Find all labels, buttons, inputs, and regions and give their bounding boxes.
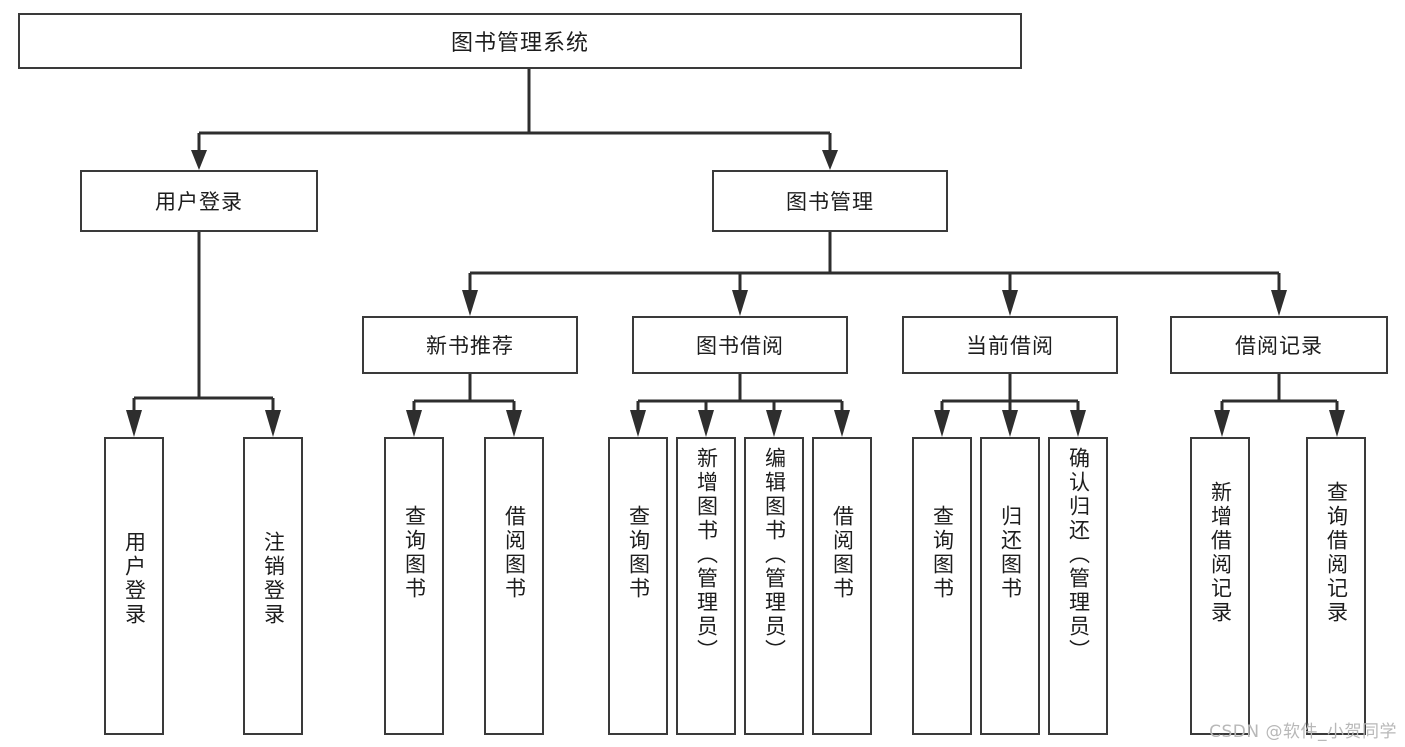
- leaf-user-login-label: 用户登录: [122, 531, 147, 627]
- node-root-system-label: 图书管理系统: [450, 31, 589, 56]
- leaf-borrowrecord-add-record[interactable]: 新增借阅记录: [1190, 437, 1250, 735]
- leaf-borrowrecord-add-record-label: 新增借阅记录: [1208, 481, 1233, 625]
- leaf-currentborrow-return-book[interactable]: 归还图书: [980, 437, 1040, 735]
- leaf-currentborrow-query-book[interactable]: 查询图书: [912, 437, 972, 735]
- arrowhead-leaf-user-login: [126, 410, 142, 437]
- node-new-book-recommend-label: 新书推荐: [426, 334, 514, 358]
- node-current-borrow[interactable]: 当前借阅: [902, 316, 1118, 374]
- leaf-bookborrow-query-book-label: 查询图书: [626, 505, 651, 601]
- node-book-borrow[interactable]: 图书借阅: [632, 316, 848, 374]
- leaf-user-login[interactable]: 用户登录: [104, 437, 164, 735]
- leaf-currentborrow-confirm-return-label: 确认归还（管理员）: [1066, 447, 1091, 663]
- leaf-bookborrow-edit-book[interactable]: 编辑图书（管理员）: [744, 437, 804, 735]
- leaf-logout[interactable]: 注销登录: [243, 437, 303, 735]
- arrowhead-bookmgmt: [822, 150, 838, 170]
- leaf-currentborrow-confirm-return[interactable]: 确认归还（管理员）: [1048, 437, 1108, 735]
- arrowhead-newbook-leaf2: [506, 410, 522, 437]
- leaf-logout-label: 注销登录: [261, 531, 286, 627]
- arrowhead-borrowrecord-leaf1: [1214, 410, 1230, 437]
- leaf-bookborrow-edit-book-label: 编辑图书（管理员）: [762, 447, 787, 663]
- leaf-newbook-query-book-label: 查询图书: [402, 505, 427, 601]
- leaf-borrowrecord-query-record[interactable]: 查询借阅记录: [1306, 437, 1366, 735]
- arrowhead-currentborrow-leaf3: [1070, 410, 1086, 437]
- arrowhead-bookborrow-leaf1: [630, 410, 646, 437]
- arrowhead-bookborrow-leaf2: [698, 410, 714, 437]
- arrowhead-currentborrow-leaf1: [934, 410, 950, 437]
- node-current-borrow-label: 当前借阅: [966, 334, 1054, 358]
- leaf-newbook-borrow-book-label: 借阅图书: [502, 505, 527, 601]
- arrowhead-leaf-logout: [265, 410, 281, 437]
- arrowhead-bookborrow: [732, 290, 748, 316]
- node-book-borrow-label: 图书借阅: [696, 334, 784, 358]
- arrowhead-bookborrow-leaf4: [834, 410, 850, 437]
- leaf-newbook-query-book[interactable]: 查询图书: [384, 437, 444, 735]
- arrowhead-bookborrow-leaf3: [766, 410, 782, 437]
- node-book-management[interactable]: 图书管理: [712, 170, 948, 232]
- arrowhead-borrowrecord-leaf2: [1329, 410, 1345, 437]
- arrowhead-currentborrow-leaf2: [1002, 410, 1018, 437]
- leaf-bookborrow-add-book[interactable]: 新增图书（管理员）: [676, 437, 736, 735]
- watermark-text: CSDN @软件_小贺同学: [1209, 722, 1397, 742]
- node-new-book-recommend[interactable]: 新书推荐: [362, 316, 578, 374]
- leaf-currentborrow-query-book-label: 查询图书: [930, 505, 955, 601]
- leaf-bookborrow-borrow-book[interactable]: 借阅图书: [812, 437, 872, 735]
- node-borrow-record-label: 借阅记录: [1235, 334, 1323, 358]
- leaf-bookborrow-add-book-label: 新增图书（管理员）: [694, 447, 719, 663]
- arrowhead-newbook: [462, 290, 478, 316]
- arrowhead-borrowrecord: [1271, 290, 1287, 316]
- leaf-newbook-borrow-book[interactable]: 借阅图书: [484, 437, 544, 735]
- leaf-bookborrow-query-book[interactable]: 查询图书: [608, 437, 668, 735]
- arrowhead-newbook-leaf1: [406, 410, 422, 437]
- arrowhead-currentborrow: [1002, 290, 1018, 316]
- node-root-system[interactable]: 图书管理系统: [18, 13, 1022, 69]
- leaf-bookborrow-borrow-book-label: 借阅图书: [830, 505, 855, 601]
- node-user-login[interactable]: 用户登录: [80, 170, 318, 232]
- leaf-borrowrecord-query-record-label: 查询借阅记录: [1324, 481, 1349, 625]
- arrowhead-userlogin: [191, 150, 207, 170]
- leaf-currentborrow-return-book-label: 归还图书: [998, 505, 1023, 601]
- node-user-login-label: 用户登录: [155, 190, 243, 214]
- node-borrow-record[interactable]: 借阅记录: [1170, 316, 1388, 374]
- node-book-management-label: 图书管理: [786, 190, 874, 214]
